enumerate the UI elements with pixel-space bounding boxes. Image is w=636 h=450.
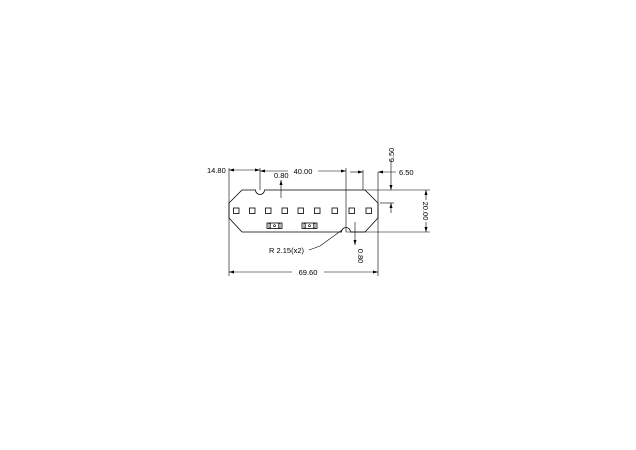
pad xyxy=(297,207,304,214)
pad xyxy=(365,207,372,214)
pad xyxy=(249,207,256,214)
dim-notch-radius: R 2.15(x2) xyxy=(269,246,305,255)
dim-right-offset-v: 6.50 xyxy=(387,148,396,163)
extension-lines xyxy=(228,168,430,276)
pad xyxy=(348,207,355,214)
dim-top-notch-depth: 0.80 xyxy=(274,171,289,180)
pad xyxy=(265,207,272,214)
dim-overall-width: 69.60 xyxy=(299,268,318,277)
resistor-components xyxy=(266,222,318,229)
pad xyxy=(233,207,240,214)
pad xyxy=(281,207,288,214)
dim-height: 20.00 xyxy=(421,202,430,221)
pad xyxy=(331,207,338,214)
dim-bottom-notch-depth: 0.80 xyxy=(356,249,365,264)
dim-left-offset: 14.80 xyxy=(207,166,226,175)
pad xyxy=(314,207,321,214)
led-pads xyxy=(233,207,372,214)
dim-right-offset-h: 6.50 xyxy=(399,168,414,177)
dim-notch-spacing: 40.00 xyxy=(294,167,313,176)
